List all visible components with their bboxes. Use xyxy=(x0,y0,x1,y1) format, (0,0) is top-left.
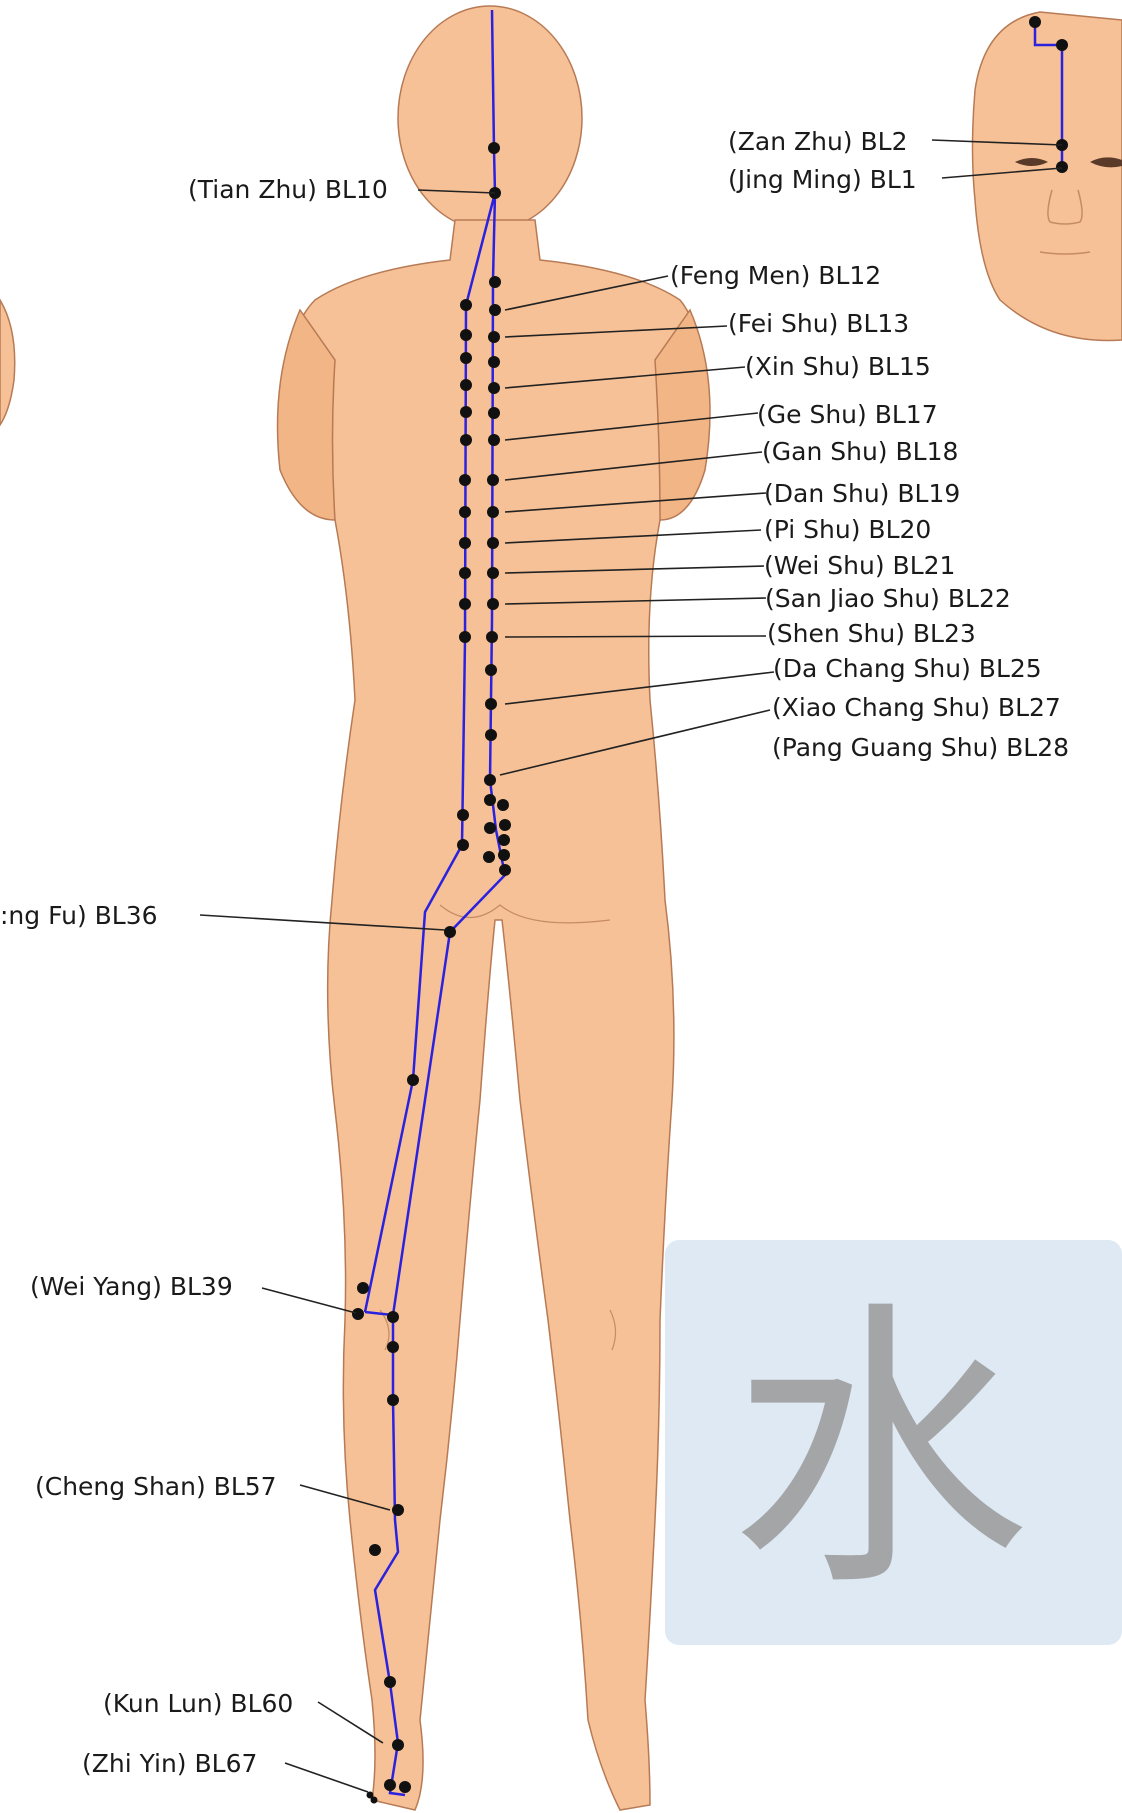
acupoint xyxy=(384,1779,396,1791)
acupoint xyxy=(392,1739,404,1751)
watermark-glyph: 水 xyxy=(730,1277,1030,1626)
acupoint xyxy=(484,794,496,806)
acupoint xyxy=(459,506,471,518)
acupoint xyxy=(499,819,511,831)
acupoint xyxy=(384,1676,396,1688)
label-bl1: (Jing Ming) BL1 xyxy=(728,165,917,194)
leader-line xyxy=(262,1288,356,1313)
acupoint xyxy=(489,276,501,288)
leader-line xyxy=(285,1763,368,1792)
acupoint xyxy=(488,382,500,394)
acupoint xyxy=(487,537,499,549)
acupoint xyxy=(399,1781,411,1793)
acupoint xyxy=(457,809,469,821)
acupoint xyxy=(457,839,469,851)
face-shape xyxy=(973,12,1122,341)
acupoint xyxy=(487,506,499,518)
acupoint xyxy=(487,567,499,579)
acupoint xyxy=(484,822,496,834)
head xyxy=(398,6,582,230)
label-bl20: (Pi Shu) BL20 xyxy=(764,515,931,544)
acupoint xyxy=(484,774,496,786)
label-bl23: (Shen Shu) BL23 xyxy=(767,619,976,648)
leader-line xyxy=(505,636,766,637)
label-bl17: (Ge Shu) BL17 xyxy=(757,400,938,429)
acupoint xyxy=(488,356,500,368)
acupoint xyxy=(487,474,499,486)
acupoint xyxy=(459,537,471,549)
label-bl60: (Kun Lun) BL60 xyxy=(103,1689,293,1718)
label-bl13: (Fei Shu) BL13 xyxy=(728,309,909,338)
label-bl57: (Cheng Shan) BL57 xyxy=(35,1472,277,1501)
face-inset xyxy=(973,12,1122,341)
acupoint xyxy=(369,1544,381,1556)
label-bl10: (Tian Zhu) BL10 xyxy=(188,175,388,204)
acupoint xyxy=(460,299,472,311)
acupoint xyxy=(460,329,472,341)
acupoint xyxy=(488,142,500,154)
label-bl2: (Zan Zhu) BL2 xyxy=(728,127,908,156)
acupoint xyxy=(486,631,498,643)
acupoint xyxy=(489,304,501,316)
watermark: 水 xyxy=(665,1240,1122,1645)
acupoint xyxy=(371,1797,378,1804)
acupoint xyxy=(1056,161,1068,173)
acupoint xyxy=(460,434,472,446)
label-bl15: (Xin Shu) BL15 xyxy=(745,352,931,381)
label-bl36: :ng Fu) BL36 xyxy=(0,901,158,930)
label-bl19: (Dan Shu) BL19 xyxy=(764,479,960,508)
acupoint xyxy=(488,434,500,446)
acupoint xyxy=(459,567,471,579)
acupoint xyxy=(459,598,471,610)
acupoint xyxy=(497,799,509,811)
label-bl18: (Gan Shu) BL18 xyxy=(762,437,958,466)
acupoint xyxy=(387,1341,399,1353)
label-bl27: (Xiao Chang Shu) BL27 xyxy=(772,693,1061,722)
acupoint xyxy=(460,379,472,391)
acupoint xyxy=(392,1504,404,1516)
acupoint xyxy=(1056,39,1068,51)
acupoint xyxy=(483,851,495,863)
torso-and-legs xyxy=(289,220,701,1810)
acupoint xyxy=(460,352,472,364)
acupoint xyxy=(1029,16,1041,28)
acupoint xyxy=(459,474,471,486)
acupoint xyxy=(444,926,456,938)
acupoint xyxy=(352,1308,364,1320)
acupoint xyxy=(485,664,497,676)
label-bl28: (Pang Guang Shu) BL28 xyxy=(772,733,1069,762)
acupoint xyxy=(387,1394,399,1406)
acupoint xyxy=(499,864,511,876)
label-bl25: (Da Chang Shu) BL25 xyxy=(773,654,1042,683)
acupoint xyxy=(498,834,510,846)
acupoint xyxy=(485,698,497,710)
label-bl67: (Zhi Yin) BL67 xyxy=(82,1749,257,1778)
acupoint xyxy=(488,331,500,343)
label-bl12: (Feng Men) BL12 xyxy=(670,261,881,290)
acupoint xyxy=(357,1282,369,1294)
label-bl22: (San Jiao Shu) BL22 xyxy=(765,584,1011,613)
acupoint xyxy=(485,729,497,741)
label-bl21: (Wei Shu) BL21 xyxy=(764,551,955,580)
acupoint xyxy=(498,849,510,861)
label-bl39: (Wei Yang) BL39 xyxy=(30,1272,233,1301)
acupoint xyxy=(460,406,472,418)
acupoint xyxy=(387,1311,399,1323)
acupoint xyxy=(487,598,499,610)
acupoint xyxy=(459,631,471,643)
acupoint xyxy=(488,407,500,419)
left-arm-fragment xyxy=(0,300,15,425)
acupoint xyxy=(407,1074,419,1086)
